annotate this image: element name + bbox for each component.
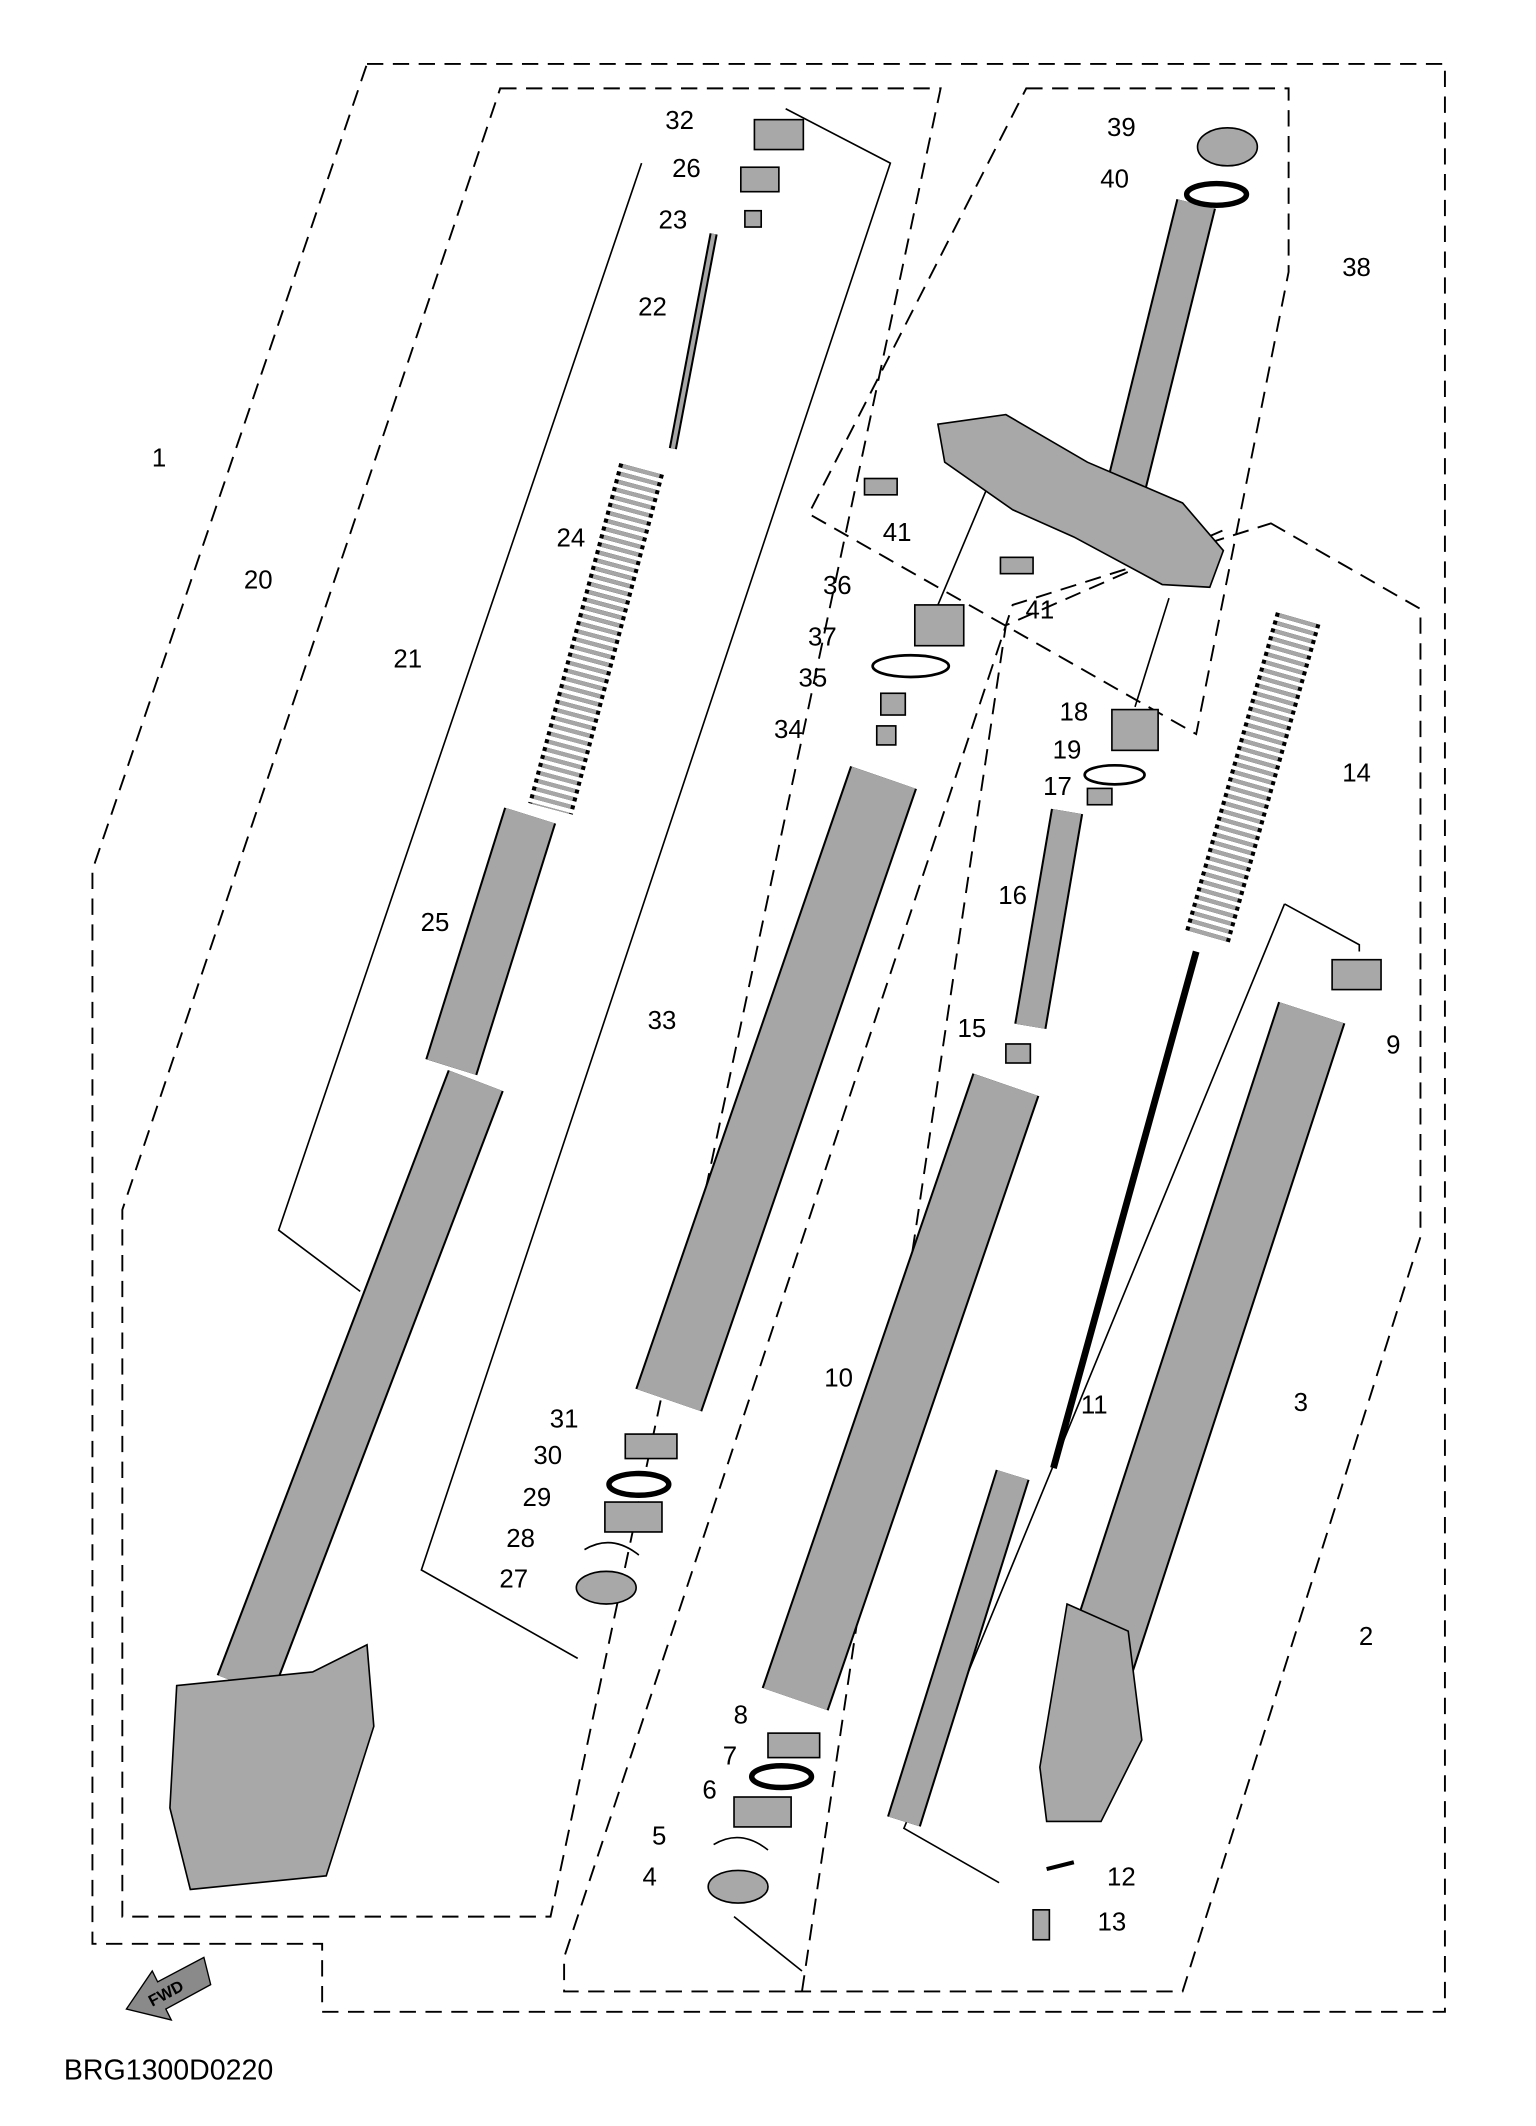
leader-36 xyxy=(937,475,994,606)
bolt-41-left xyxy=(863,477,898,496)
part-32 xyxy=(753,118,805,151)
callout-8: 8 xyxy=(734,1702,748,1730)
callout-13: 13 xyxy=(1098,1908,1127,1936)
bolt-13 xyxy=(1032,1909,1051,1941)
callout-3: 3 xyxy=(1294,1389,1308,1417)
callout-28: 28 xyxy=(506,1525,535,1553)
callout-29: 29 xyxy=(523,1484,552,1512)
group-boundary-20 xyxy=(121,87,942,1918)
callout-7: 7 xyxy=(723,1742,737,1770)
leader-21 xyxy=(277,162,643,1293)
group-boundary-2 xyxy=(563,522,1422,1993)
washer-40 xyxy=(1183,180,1250,209)
callout-15: 15 xyxy=(958,1015,987,1043)
callout-41-left: 41 xyxy=(883,519,912,547)
part-17 xyxy=(1086,787,1113,806)
diagram-code: BRG1300D0220 xyxy=(64,2055,273,2087)
part-34 xyxy=(875,725,897,746)
cover-27 xyxy=(575,1570,637,1605)
bushing-9 xyxy=(1331,958,1382,991)
fwd-arrow-icon: FWD xyxy=(125,1956,212,2021)
callout-14: 14 xyxy=(1342,760,1371,788)
nut-39 xyxy=(1196,126,1259,167)
leader-4 xyxy=(733,1915,803,1972)
cap-18 xyxy=(1111,708,1159,752)
part-7 xyxy=(748,1763,815,1791)
o-ring-37 xyxy=(871,653,951,679)
group-boundary-1 xyxy=(91,62,1446,2013)
callout-35: 35 xyxy=(798,665,827,693)
callout-34: 34 xyxy=(774,716,803,744)
callout-26: 26 xyxy=(672,155,701,183)
callout-20: 20 xyxy=(244,567,273,595)
part-23 xyxy=(744,209,763,228)
part-8 xyxy=(767,1732,821,1759)
leader-3 xyxy=(1284,903,1361,952)
callout-25: 25 xyxy=(421,909,450,937)
seal-6 xyxy=(733,1796,792,1828)
bolt-41-right xyxy=(999,556,1034,575)
callout-40: 40 xyxy=(1100,166,1129,194)
axle-bracket-left xyxy=(169,1643,375,1891)
callout-24: 24 xyxy=(557,525,586,553)
callout-5: 5 xyxy=(652,1823,666,1851)
callout-21: 21 xyxy=(393,645,422,673)
callout-4: 4 xyxy=(643,1863,657,1891)
callout-32: 32 xyxy=(665,107,694,135)
callout-22: 22 xyxy=(638,293,667,321)
callout-16: 16 xyxy=(998,882,1027,910)
leader-33 xyxy=(420,108,892,1660)
callout-2: 2 xyxy=(1359,1623,1373,1651)
group-boundary-10 xyxy=(801,529,1224,1992)
callout-9: 9 xyxy=(1386,1032,1400,1060)
callout-31: 31 xyxy=(550,1405,579,1433)
axle-bracket-right xyxy=(1039,1602,1143,1823)
under-bracket xyxy=(936,413,1225,589)
callout-17: 17 xyxy=(1043,773,1072,801)
group-boundary-38 xyxy=(807,87,1290,736)
callout-39: 39 xyxy=(1107,114,1136,142)
callout-11: 11 xyxy=(1081,1392,1108,1420)
callout-36: 36 xyxy=(823,572,852,600)
callout-6: 6 xyxy=(702,1776,716,1804)
callout-37: 37 xyxy=(808,624,837,652)
part-15 xyxy=(1005,1043,1032,1064)
cover-4 xyxy=(707,1869,769,1904)
cap-36 xyxy=(913,604,965,647)
o-ring-19 xyxy=(1083,763,1146,786)
callout-38: 38 xyxy=(1342,254,1371,282)
callout-1: 1 xyxy=(152,444,166,472)
washer-12 xyxy=(1046,1860,1075,1872)
callout-19: 19 xyxy=(1053,737,1082,765)
clip-28 xyxy=(584,1541,640,1556)
part-26 xyxy=(739,166,780,193)
callout-41-right: 41 xyxy=(1025,597,1054,625)
callout-27: 27 xyxy=(499,1566,528,1594)
seal-29 xyxy=(604,1501,663,1533)
callout-12: 12 xyxy=(1107,1863,1136,1891)
part-35 xyxy=(880,692,907,716)
rod-11 xyxy=(1050,950,1200,1469)
part-30 xyxy=(606,1470,672,1498)
callout-10: 10 xyxy=(824,1365,853,1393)
callout-18: 18 xyxy=(1059,698,1088,726)
callout-33: 33 xyxy=(648,1007,677,1035)
part-31 xyxy=(624,1433,678,1460)
callout-30: 30 xyxy=(533,1442,562,1470)
leader-3b xyxy=(902,903,1286,1884)
leader-18 xyxy=(1134,597,1170,708)
callout-23: 23 xyxy=(658,206,687,234)
clip-5 xyxy=(713,1836,769,1851)
callouts: 1 2 3 4 5 6 7 8 9 10 11 12 13 14 15 16 1… xyxy=(152,107,1401,1936)
